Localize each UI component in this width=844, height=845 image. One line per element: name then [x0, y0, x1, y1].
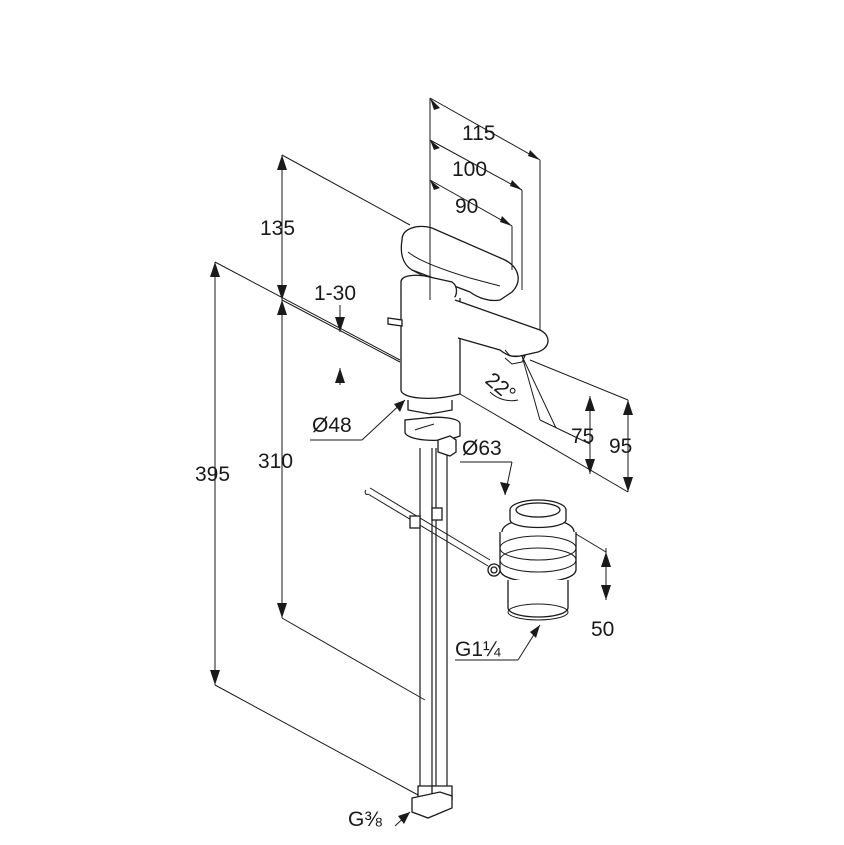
dim-90: 90	[455, 195, 478, 218]
dim-310: 310	[258, 450, 293, 473]
dim-100: 100	[452, 158, 487, 181]
dim-63-diameter: Ø63	[462, 437, 502, 460]
dimension-labels: 115 100 90 135 1-30 22° Ø48 Ø63 395 310 …	[195, 122, 632, 831]
dimension-lines	[210, 97, 633, 827]
dim-115: 115	[462, 122, 495, 145]
waste-valve	[487, 499, 577, 621]
dim-48-diameter: Ø48	[312, 414, 352, 437]
dim-95: 95	[609, 435, 632, 458]
dim-1-30: 1-30	[314, 282, 356, 305]
pop-up-rod	[364, 487, 491, 567]
thread-g3-8: G⅜	[348, 808, 382, 831]
dim-135: 135	[260, 217, 295, 240]
supply-hoses	[411, 435, 457, 819]
dim-75: 75	[571, 425, 594, 448]
thread-g1-1-4: G1¼	[455, 638, 501, 661]
faucet-body	[387, 225, 549, 441]
dim-50: 50	[591, 618, 614, 641]
dim-395: 395	[195, 463, 230, 486]
